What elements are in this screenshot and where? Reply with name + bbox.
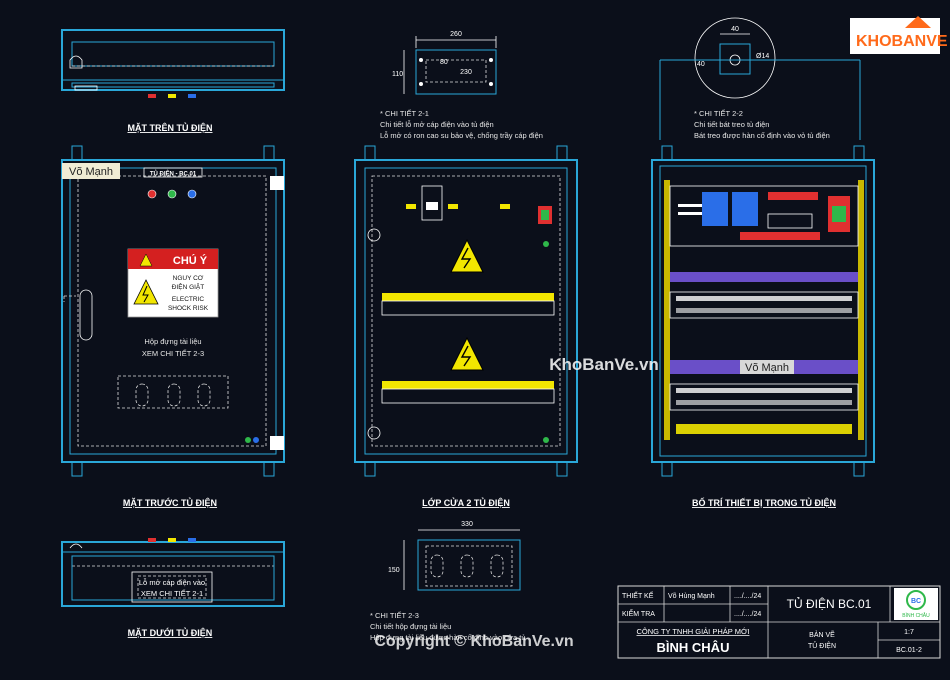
sheet-label-1: BẢN VẼ xyxy=(809,630,835,639)
cable-note-2: XEM CHI TIẾT 2-1 xyxy=(141,588,203,598)
doc-box-label-1: Hộp đựng tài liệu xyxy=(144,337,201,346)
warning-en-1: ELECTRIC xyxy=(172,296,204,303)
note-21-line2: Lỗ mở có ron cao su bảo vệ, chống trầy c… xyxy=(380,131,543,140)
detail-2-2: 40 40 Ø14 * CHI TIẾT 2-2 Chi tiết bát tr… xyxy=(659,17,861,140)
designer-date: ..../..../24 xyxy=(734,593,761,600)
scale: 1:7 xyxy=(904,629,914,636)
svg-text:BC: BC xyxy=(911,598,921,605)
binh-chau-logo: BC BÌNH CHÂU xyxy=(894,588,938,620)
d23-width-label: 330 xyxy=(461,521,473,528)
detail-2-1: 260 230 110 80 * CHI TIẾT 2-1 Chi tiết l… xyxy=(380,31,543,140)
note-22-title: * CHI TIẾT 2-2 xyxy=(694,108,743,118)
copyright-watermark: Copyright © KhoBanVe.vn xyxy=(374,633,573,650)
d23-height-label: 150 xyxy=(388,567,400,574)
checker-label: KIỂM TRA xyxy=(622,609,655,618)
note-23-line1: Chi tiết hộp đựng tài liệu xyxy=(370,622,451,631)
note-22-line1: Chi tiết bát treo tủ điện xyxy=(694,120,769,129)
warning-sign: CHÚ Ý NGUY CƠ ĐIỆN GIẬT ELECTRIC SHOCK R… xyxy=(127,248,219,318)
author-tag-front: Võ Mạnh xyxy=(69,166,113,178)
title-block: THIẾT KẾ Võ Hùng Mạnh ..../..../24 KIỂM … xyxy=(617,585,941,659)
top-view: MẶT TRÊN TỦ ĐIỆN xyxy=(61,29,285,133)
warning-vn-1: NGUY CƠ xyxy=(173,275,204,282)
d22-width-label: 40 xyxy=(731,26,739,33)
author-tag-layout: Võ Mạnh xyxy=(745,362,789,374)
detail-2-3: 330 150 * CHI TIẾT 2-3 Chi tiết hộp đựng… xyxy=(370,521,526,642)
bottom-view-title: MẶT DƯỚI TỦ ĐIỆN xyxy=(128,627,213,638)
drawing-code: BC.01-2 xyxy=(896,647,922,654)
logo-text: KHOBANVE xyxy=(856,33,948,50)
bottom-view: Lỗ mở cáp điện vào XEM CHI TIẾT 2-1 MẶT … xyxy=(61,538,285,638)
warning-header: CHÚ Ý xyxy=(173,254,208,267)
d21-width-label: 260 xyxy=(450,31,462,38)
d21-inner-label: 230 xyxy=(460,69,472,76)
sheet-label-2: TỦ ĐIỆN xyxy=(808,641,836,650)
warning-en-2: SHOCK RISK xyxy=(168,305,209,312)
note-21-title: * CHI TIẾT 2-1 xyxy=(380,108,429,118)
inner-door-view: LỚP CỬA 2 TỦ ĐIỆN xyxy=(354,145,578,508)
inner-door-title: LỚP CỬA 2 TỦ ĐIỆN xyxy=(422,497,510,508)
designer-name: Võ Hùng Mạnh xyxy=(668,593,715,600)
front-view: Võ Mạnh TỦ ĐIỆN - BC.01 CHÚ Ý NGUY CƠ ĐI… xyxy=(61,145,285,508)
note-23-title: * CHI TIẾT 2-3 xyxy=(370,610,419,620)
name-plate: TỦ ĐIỆN - BC.01 xyxy=(150,170,197,178)
company-name-1: CÔNG TY TNHH GIẢI PHÁP MỚI xyxy=(637,627,750,636)
note-21-line1: Chi tiết lỗ mở cáp điện vào tủ điện xyxy=(380,120,494,129)
checker-date: ..../..../24 xyxy=(734,611,761,618)
warning-vn-2: ĐIỆN GIẬT xyxy=(172,282,205,291)
designer-label: THIẾT KẾ xyxy=(622,590,654,600)
d21-inner-h-label: 80 xyxy=(440,59,448,66)
top-view-title: MẶT TRÊN TỦ ĐIỆN xyxy=(128,122,213,133)
note-22-line2: Bát treo được hàn cố định vào vỏ tủ điện xyxy=(694,131,830,140)
center-watermark: KhoBanVe.vn xyxy=(549,355,659,374)
d21-height-label: 110 xyxy=(392,71,403,78)
khobanve-logo: KHOBANVE xyxy=(850,16,948,54)
front-view-title: MẶT TRƯỚC TỦ ĐIỆN xyxy=(123,497,217,508)
d22-height-label: 40 xyxy=(697,61,705,68)
drawing-title: TỦ ĐIỆN BC.01 xyxy=(787,596,872,611)
note-23-line2: Hộp đựng tài liệu được hàn cố định vào c… xyxy=(370,633,526,642)
d22-hole-label: Ø14 xyxy=(756,53,769,60)
brand-logo-text: BÌNH CHÂU xyxy=(902,612,930,619)
layout-view: Võ Mạnh BỐ TRÍ THIẾT BỊ TRONG TỦ ĐIỆN xyxy=(651,145,875,508)
layout-title: BỐ TRÍ THIẾT BỊ TRONG TỦ ĐIỆN xyxy=(692,497,836,508)
doc-box-label-2: XEM CHI TIẾT 2-3 xyxy=(142,348,204,358)
company-name-2: BÌNH CHÂU xyxy=(657,640,730,655)
cable-note-1: Lỗ mở cáp điện vào xyxy=(139,578,205,587)
